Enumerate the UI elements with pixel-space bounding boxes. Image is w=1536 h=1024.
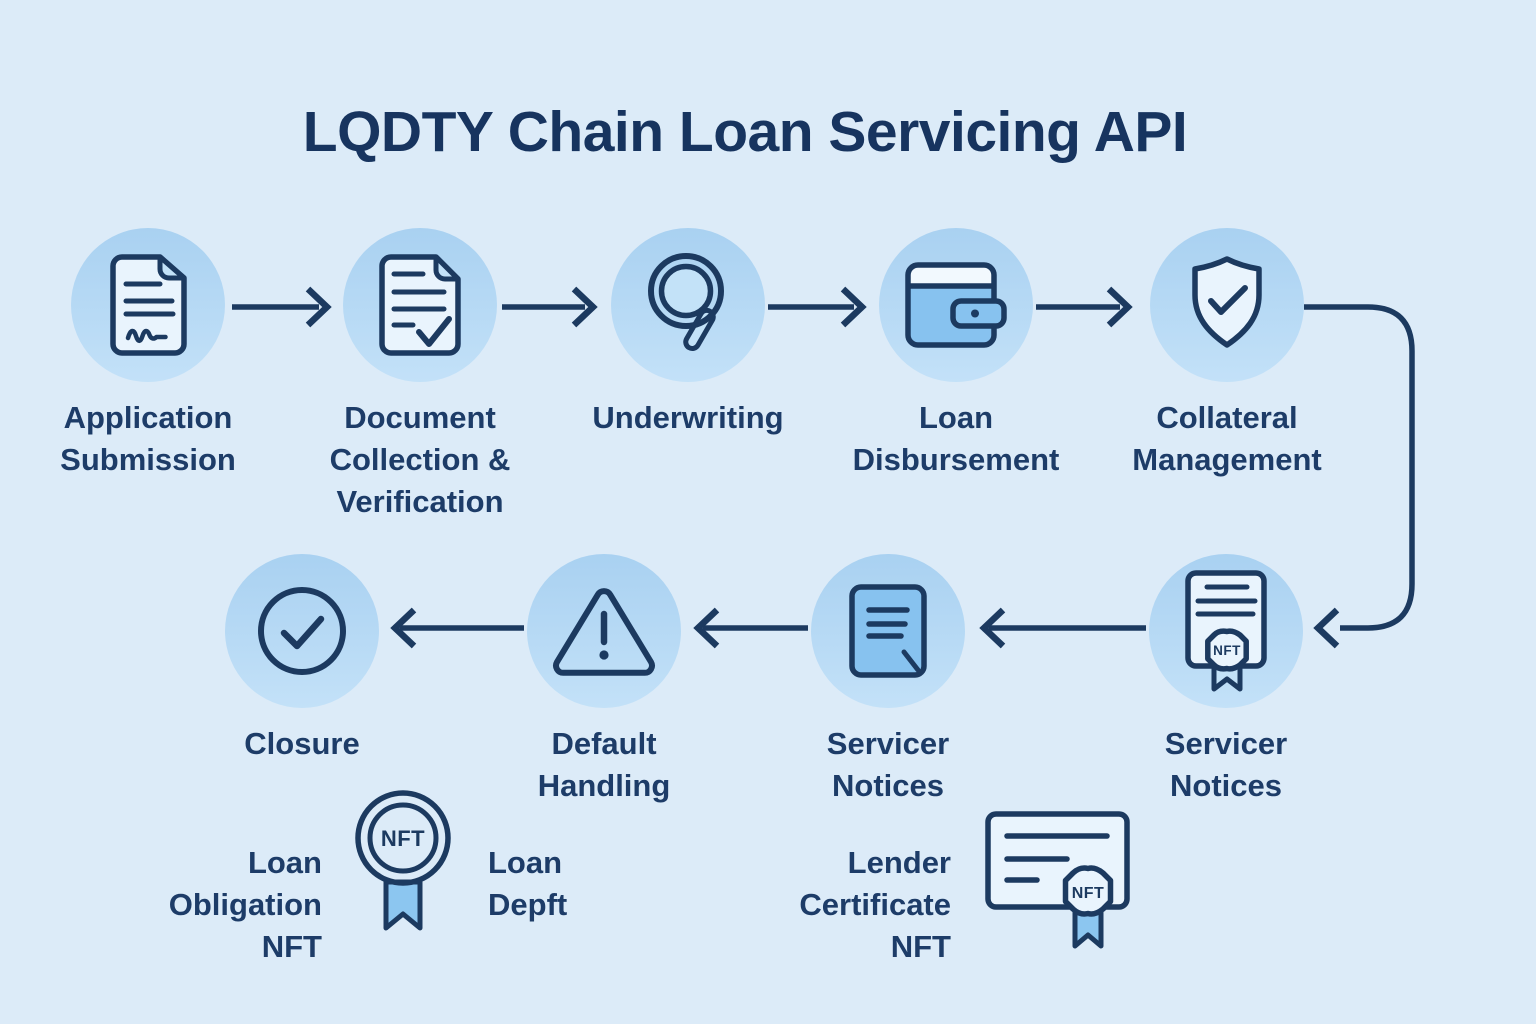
legend-loan-depft: Loan Depft — [488, 845, 568, 922]
warning-triangle-icon — [553, 588, 655, 676]
step-closure: Closure — [162, 554, 442, 765]
nft-certificate-document-icon: NFT — [1185, 570, 1267, 692]
step-servicer-notices-nft: NFT Servicer Notices — [1086, 554, 1366, 807]
document-check-icon — [379, 254, 461, 356]
step-label: Default Handling — [537, 726, 671, 803]
circle-check-icon — [258, 587, 346, 675]
certificate-badge-text: NFT — [1072, 885, 1105, 902]
step-bubble — [879, 228, 1033, 382]
step-document-collection-verification: Document Collection & Verification — [280, 228, 560, 523]
note-document-icon — [849, 584, 927, 678]
step-bubble — [527, 554, 681, 708]
step-label: Underwriting — [592, 400, 784, 435]
legend-loan-obligation-nft: Loan Obligation NFT — [168, 845, 322, 964]
shield-check-icon — [1192, 256, 1262, 348]
document-signature-icon — [109, 254, 187, 356]
step-label: Loan Disbursement — [852, 400, 1060, 477]
step-bubble — [1150, 228, 1304, 382]
step-collateral-management: Collateral Management — [1087, 228, 1367, 481]
wallet-icon — [905, 262, 1007, 348]
step-bubble — [811, 554, 965, 708]
step-label: Application Submission — [60, 400, 236, 477]
nft-medal-icon: NFT — [355, 790, 451, 931]
step-label: Collateral Management — [1132, 400, 1322, 477]
page-title: LQDTY Chain Loan Servicing API — [302, 100, 1188, 164]
step-bubble — [71, 228, 225, 382]
step-bubble — [343, 228, 497, 382]
legend-lender-certificate-nft: Lender Certificate NFT — [799, 845, 951, 964]
step-label: Document Collection & Verification — [329, 400, 511, 519]
nft-badge-text: NFT — [1213, 643, 1241, 658]
step-bubble — [225, 554, 379, 708]
step-label: Closure — [244, 726, 360, 761]
lender-certificate-icon: NFT — [985, 811, 1130, 949]
step-default-handling: Default Handling — [464, 554, 744, 807]
step-loan-disbursement: Loan Disbursement — [816, 228, 1096, 481]
step-bubble: NFT — [1149, 554, 1303, 708]
step-label: Servicer Notices — [1164, 726, 1288, 803]
medal-badge-text: NFT — [381, 826, 425, 851]
step-bubble — [611, 228, 765, 382]
magnifier-icon — [648, 253, 724, 352]
step-application-submission: Application Submission — [8, 228, 288, 481]
step-label: Servicer Notices — [826, 726, 950, 803]
step-underwriting: Underwriting — [548, 228, 828, 439]
step-servicer-notices: Servicer Notices — [748, 554, 1028, 807]
